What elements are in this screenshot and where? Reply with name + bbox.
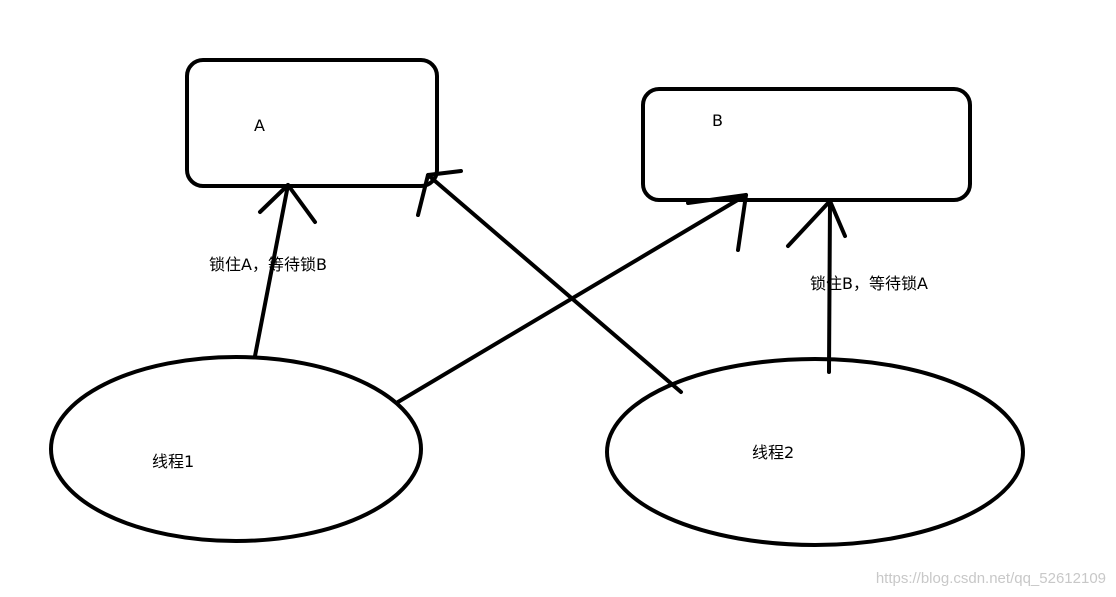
arrow-thread2-to-b xyxy=(786,199,847,374)
arrow-thread2-to-a xyxy=(416,169,683,394)
thread-2-ellipse xyxy=(605,357,1025,547)
thread-1-label: 线程1 xyxy=(152,452,194,471)
arrow-thread1-to-a xyxy=(253,183,317,358)
arrow-line xyxy=(827,199,832,374)
thread-1-edge-label: 锁住A，等待锁B xyxy=(209,255,327,274)
thread-1-node: 线程1 xyxy=(49,355,423,543)
arrow-head-icon xyxy=(416,169,463,217)
resource-a-box xyxy=(185,58,439,188)
arrow-line xyxy=(253,183,290,358)
arrow-head-icon xyxy=(786,199,847,248)
arrow-head-icon xyxy=(258,183,317,224)
resource-b-label: B xyxy=(712,111,723,130)
resource-a-label: A xyxy=(254,116,265,135)
thread-2-node: 线程2 xyxy=(605,357,1025,547)
thread-1-ellipse xyxy=(49,355,423,543)
thread-2-label: 线程2 xyxy=(752,443,794,462)
resource-b-node: B xyxy=(641,87,972,202)
arrow-head-icon xyxy=(686,193,748,252)
resource-b-box xyxy=(641,87,972,202)
watermark-text: https://blog.csdn.net/qq_52612109 xyxy=(876,570,1106,587)
thread-2-edge-label: 锁住B，等待锁A xyxy=(810,274,928,293)
resource-a-node: A xyxy=(185,58,439,188)
arrow-line xyxy=(426,173,683,394)
